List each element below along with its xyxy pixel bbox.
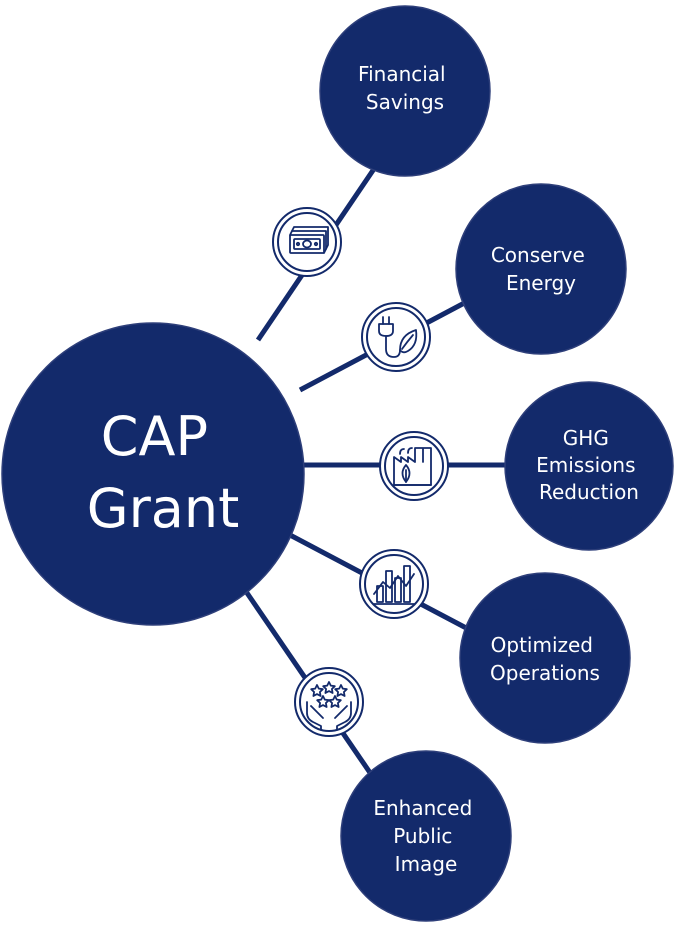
benefit-label-line: Energy (506, 271, 576, 295)
benefit-label: Financial Savings (358, 62, 452, 114)
benefit-circle (459, 572, 631, 744)
benefit-label-line: Operations (490, 661, 600, 685)
factory-icon (379, 431, 449, 501)
benefit-label: Enhanced Public Image (373, 796, 478, 876)
benefit-circle (340, 750, 512, 922)
benefit-circle (504, 381, 674, 551)
benefit-label-line: Savings (366, 90, 444, 114)
center-label-line-2: Grant (87, 477, 240, 540)
benefit-label-line: Public (393, 824, 452, 848)
benefit-circle (455, 183, 627, 355)
money-icon (272, 207, 342, 277)
center-label: CAP Grant (87, 405, 240, 540)
benefit-node-ghg-emissions-reduction: GHG Emissions Reduction (504, 381, 674, 551)
eco-plug-icon (361, 302, 431, 372)
benefit-label-line: Emissions (536, 453, 635, 477)
hands-stars-icon (294, 667, 364, 737)
benefit-label: Optimized Operations (490, 633, 600, 685)
benefit-node-financial-savings: Financial Savings (319, 5, 491, 177)
center-node: CAP Grant (1, 322, 305, 626)
benefit-node-optimized-operations: Optimized Operations (459, 572, 631, 744)
benefit-label-line: Conserve (491, 243, 585, 267)
benefit-label: GHG Emissions Reduction (536, 426, 642, 504)
benefit-label-line: Optimized (491, 633, 593, 657)
benefit-node-enhanced-public-image: Enhanced Public Image (340, 750, 512, 922)
benefit-label: Conserve Energy (491, 243, 591, 295)
benefit-label-line: Reduction (539, 480, 639, 504)
benefit-label-line: Image (395, 852, 458, 876)
benefit-node-conserve-energy: Conserve Energy (455, 183, 627, 355)
bar-chart-icon (359, 549, 429, 619)
benefit-circle (319, 5, 491, 177)
benefit-label-line: Enhanced (373, 796, 472, 820)
center-label-line-1: CAP (101, 405, 208, 468)
center-circle (1, 322, 305, 626)
benefit-label-line: GHG (563, 426, 609, 450)
benefit-label-line: Financial (358, 62, 446, 86)
